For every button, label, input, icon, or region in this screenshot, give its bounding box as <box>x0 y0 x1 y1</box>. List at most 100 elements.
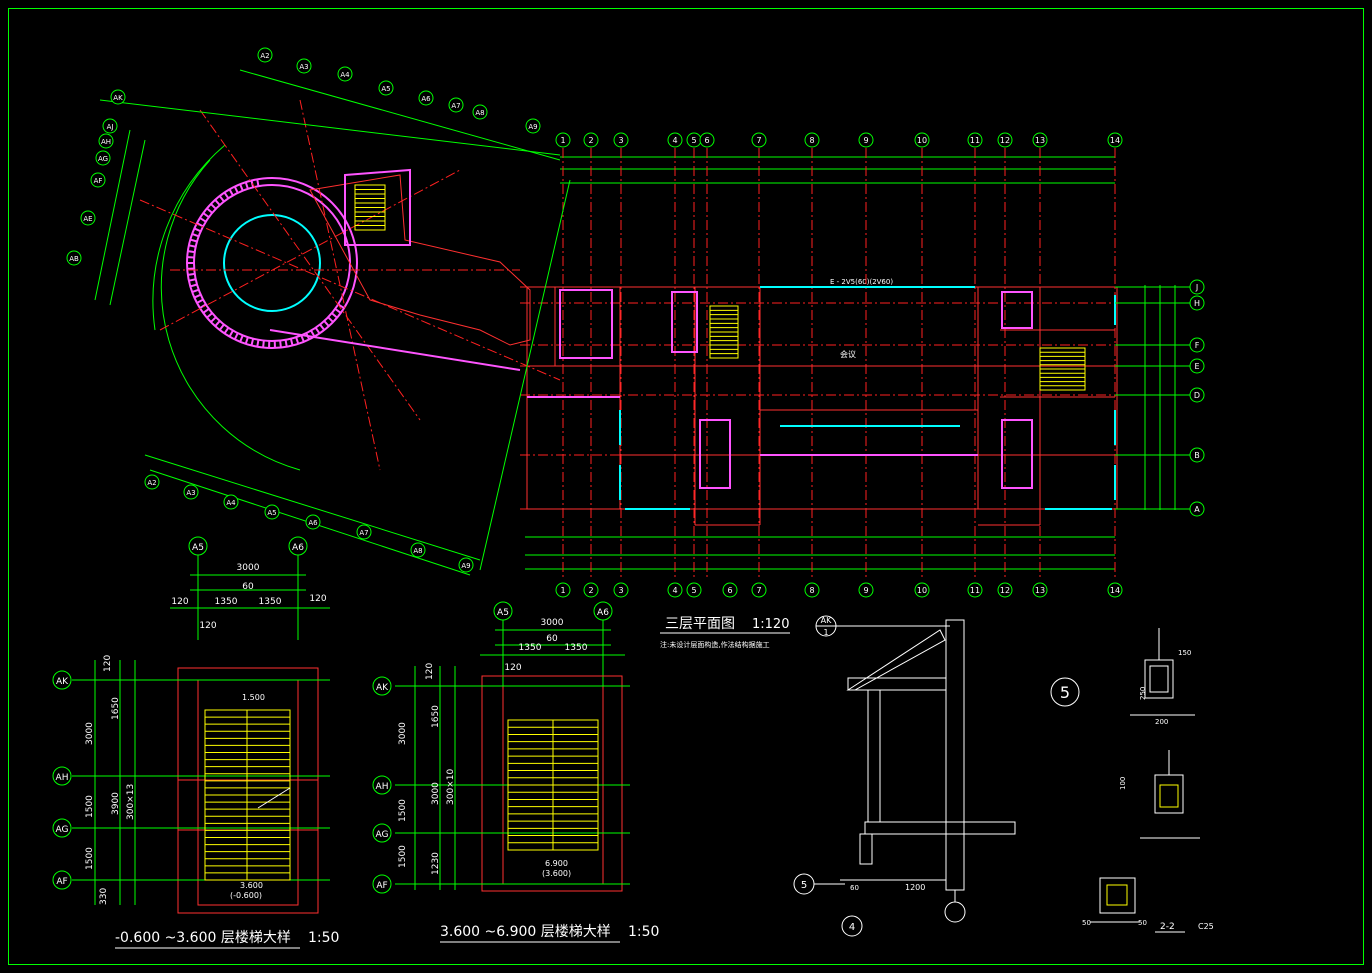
s1-dim-v3: 300×13 <box>126 784 136 820</box>
s2-dim-v6: 1500 <box>398 845 408 868</box>
s2-axis-a6: A6 <box>597 608 609 618</box>
arc-axis-label: A2 <box>260 52 269 60</box>
sec4-label: 4 <box>849 922 855 933</box>
s1-axis-a5: A5 <box>192 543 204 553</box>
plan-axis-top-label: 4 <box>672 136 677 145</box>
plan-axis-top-label: 8 <box>809 136 814 145</box>
s2-dim-v2: 3000 <box>431 782 441 805</box>
left-arc-axis-label: AJ <box>107 123 114 131</box>
arc-axis-label: A8 <box>475 109 484 117</box>
plan-axis-bottom-label: 7 <box>756 586 761 595</box>
sec4-callout-num: 5 <box>801 880 807 891</box>
plan-stair-1 <box>709 305 739 359</box>
plan-axis-top-label: 5 <box>691 136 696 145</box>
det5-section-label: 2-2 <box>1160 922 1175 932</box>
plan-axis-top-label: 6 <box>704 136 709 145</box>
s1-dim-v4: 3000 <box>85 722 95 745</box>
s1-dim-total: 3000 <box>237 563 260 573</box>
floor-plan: E - 2V5(60)(2V60) <box>520 148 1195 580</box>
plan-axis-bottom-label: 6 <box>727 586 732 595</box>
s1-dim-v1: 1650 <box>111 697 121 720</box>
s2-axis-ak: AK <box>376 683 389 693</box>
s2-bottom-label1: 6.900 <box>545 859 568 868</box>
plan-axis-top-label: 13 <box>1035 136 1045 145</box>
s2-dim-mid: 60 <box>546 634 558 644</box>
s1-title: -0.600 ~3.600 层楼梯大样 <box>115 930 291 946</box>
det5-dim5: 50 <box>1138 919 1147 927</box>
plan-axis-bottom-label: 3 <box>618 586 623 595</box>
plan-axis-bottom-label: 13 <box>1035 586 1045 595</box>
det5-dim4: 50 <box>1082 919 1091 927</box>
s2-dim-v0: 120 <box>425 663 435 680</box>
s2-axis-a5: A5 <box>497 608 509 618</box>
s2-axis-ah: AH <box>376 782 389 792</box>
stair-detail-2: A5 A6 3000 60 1350 1350 120 AK AH AG AF <box>372 601 659 943</box>
left-arc-axis-label: AK <box>113 94 123 102</box>
s2-dim-h0: 1350 <box>519 643 542 653</box>
plan-scale: 1:120 <box>752 617 789 632</box>
plan-axis-bottom-label: 5 <box>691 586 696 595</box>
arc-axis-label-bottom: A4 <box>226 499 236 507</box>
arc-axis-label: A7 <box>451 102 460 110</box>
s1-axis-ag: AG <box>56 825 69 835</box>
plan-axis-bottom-label: 4 <box>672 586 677 595</box>
arc-axis-label: A9 <box>528 123 537 131</box>
s2-title: 3.600 ~6.900 层楼梯大样 <box>440 924 611 940</box>
drawing-frame <box>8 8 1364 965</box>
s1-dim-mid: 60 <box>242 582 254 592</box>
s1-dim-v2: 3900 <box>111 792 121 815</box>
plan-axis-bottom-label: 14 <box>1110 586 1120 595</box>
plan-dim-top: E - 2V5(60)(2V60) <box>830 278 893 286</box>
section-detail-4: AK 1 1200 60 5 4 <box>793 615 1016 937</box>
plan-axis-top-label: 2 <box>588 136 593 145</box>
arc-axis-label-bottom: A5 <box>267 509 276 517</box>
arc-axis-label-bottom: A6 <box>308 519 318 527</box>
det5-label: 5 <box>1060 683 1070 702</box>
arc-axis-label: A5 <box>381 85 390 93</box>
plan-axis-top-label: 10 <box>917 136 927 145</box>
s1-dim-v5: 1500 <box>85 795 95 818</box>
plan-axis-right-label: A <box>1194 505 1200 514</box>
arc-axis-label-bottom: A7 <box>359 529 368 537</box>
s2-dim-total: 3000 <box>541 618 564 628</box>
s2-scale: 1:50 <box>628 924 659 940</box>
arc-axis-label: A4 <box>340 71 350 79</box>
plan-axis-top-label: 3 <box>618 136 623 145</box>
plan-axis-top-label: 11 <box>970 136 980 145</box>
s1-dim-side: 120 <box>199 621 216 631</box>
det5-dim0: 150 <box>1178 649 1191 657</box>
plan-axis-top-label: 1 <box>560 136 565 145</box>
s2-axis-ag: AG <box>376 830 389 840</box>
plan-axis-bottom-label: 9 <box>863 586 868 595</box>
s2-dim-v5: 1500 <box>398 799 408 822</box>
plan-axis-bottom-label: 2 <box>588 586 593 595</box>
plan-axis-right-label: B <box>1194 451 1200 460</box>
plan-axis-bottom-label: 8 <box>809 586 814 595</box>
plan-axis-right-label: D <box>1194 391 1200 400</box>
plan-axis-bottom-label: 11 <box>970 586 980 595</box>
arc-axis-label-bottom: A8 <box>413 547 422 555</box>
left-arc-axis-label: AF <box>94 177 103 185</box>
detail-5: 5 150 200 250 100 2-2 C25 50 50 <box>1050 628 1214 933</box>
plan-axis-right-label: E <box>1194 362 1199 371</box>
s2-dim-h2: 120 <box>504 663 521 673</box>
arc-axis-label-bottom: A2 <box>147 479 156 487</box>
s1-bottom-label1: 3.600 <box>240 881 263 890</box>
s2-dim-v3: 300×10 <box>446 769 456 805</box>
sec4-axis-tag: AK <box>821 616 832 625</box>
det5-dim2: 250 <box>1139 687 1147 700</box>
plan-axis-top-label: 7 <box>756 136 761 145</box>
s2-axis-af: AF <box>376 881 387 891</box>
plan-axis-bottom-label: 12 <box>1000 586 1010 595</box>
s1-scale: 1:50 <box>308 930 339 946</box>
plan-room-label: 会议 <box>840 349 856 359</box>
s1-axis-a6: A6 <box>292 543 304 553</box>
s1-axis-ah: AH <box>56 773 69 783</box>
plan-note: 注:未设计层面构造,作法结构据施工 <box>660 640 770 649</box>
s1-dim-v0: 120 <box>103 655 113 672</box>
left-arc-axis-label: AG <box>98 155 108 163</box>
